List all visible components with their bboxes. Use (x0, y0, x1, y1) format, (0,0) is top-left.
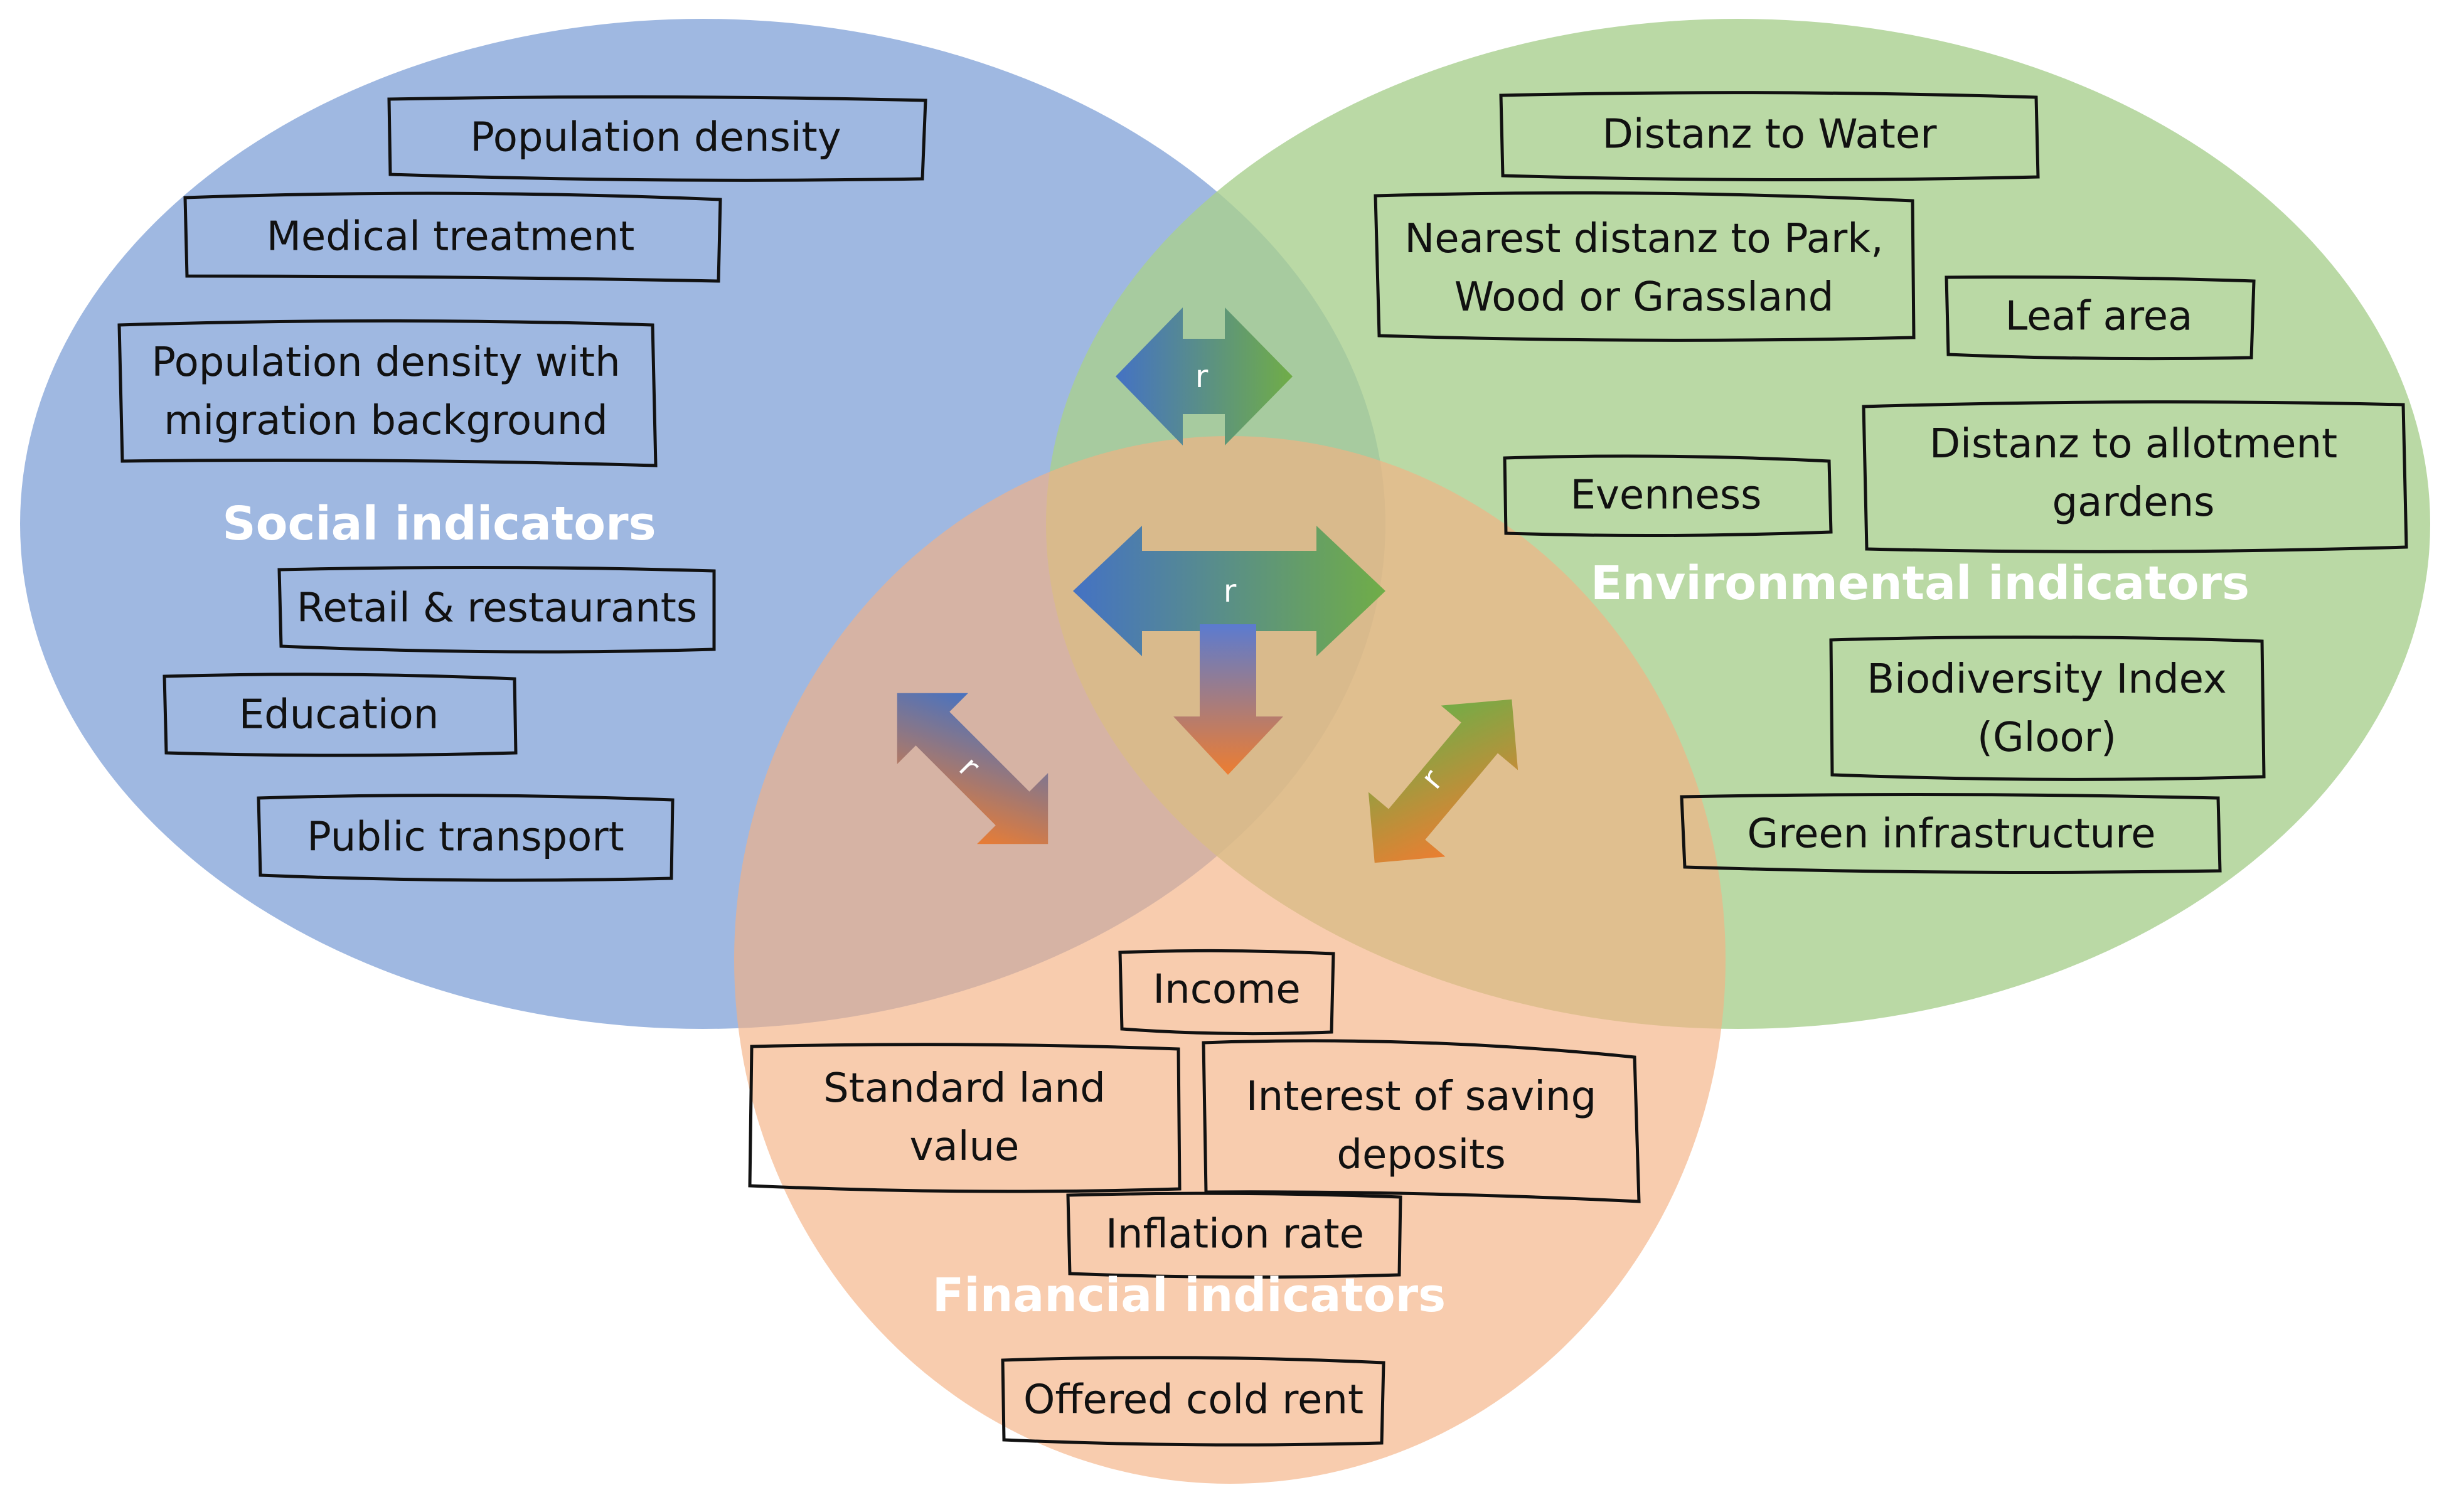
box-public-transport (257, 794, 675, 882)
label-medical-treatment: Medical treatment (266, 213, 635, 260)
label-inflation-rate: Inflation rate (1106, 1211, 1364, 1258)
box-biodiversity (1829, 635, 2266, 781)
social-title: Social indicators (222, 497, 656, 551)
arrow-center-down (1173, 624, 1283, 775)
box-leaf (1945, 275, 2256, 361)
box-evenness (1503, 454, 1833, 538)
box-education (163, 673, 518, 757)
label-park-wood-grassland: Nearest distanz to Park,Wood or Grasslan… (1404, 216, 1884, 321)
box-retail (277, 565, 716, 654)
arrow-financial-environmental (1368, 699, 1518, 863)
label-leaf-area: Leaf area (2005, 293, 2193, 340)
label-biodiversity-index: Biodiversity Index(Gloor) (1867, 656, 2227, 761)
label-public-transport: Public transport (307, 814, 624, 861)
financial-title: Financial indicators (932, 1269, 1446, 1323)
financial-circle (734, 436, 1726, 1484)
box-green-infrastructure (1680, 792, 2222, 874)
box-interest (1202, 1039, 1641, 1203)
box-population-density (387, 95, 927, 182)
box-land-value (748, 1043, 1182, 1193)
label-green-infrastructure: Green infrastructure (1747, 811, 2156, 858)
box-allotment (1862, 400, 2408, 553)
arrow-center-three-way (1073, 526, 1385, 656)
arrow-social-environmental (1116, 307, 1293, 445)
box-cold-rent (1001, 1356, 1385, 1447)
label-income: Income (1153, 966, 1301, 1013)
box-migration (117, 319, 658, 467)
label-population-density: Population density (470, 114, 841, 161)
box-medical-treatment (183, 191, 722, 283)
box-inflation (1066, 1191, 1402, 1279)
box-park (1374, 191, 1916, 342)
box-income (1118, 949, 1335, 1036)
label-offered-cold-rent: Offered cold rent (1023, 1376, 1364, 1424)
label-distanz-water: Distanz to Water (1602, 111, 1937, 158)
label-boxes (117, 91, 2408, 1447)
label-evenness: Evenness (1570, 472, 1762, 519)
environmental-title: Environmental indicators (1590, 556, 2250, 610)
arrow-social-financial (897, 693, 1049, 844)
box-water (1499, 91, 2040, 182)
arrow-label-center: r (1223, 573, 1237, 609)
label-education: Education (238, 691, 439, 738)
label-retail-restaurants: Retail & restaurants (296, 585, 698, 632)
arrow-label-top: r (1195, 358, 1209, 395)
